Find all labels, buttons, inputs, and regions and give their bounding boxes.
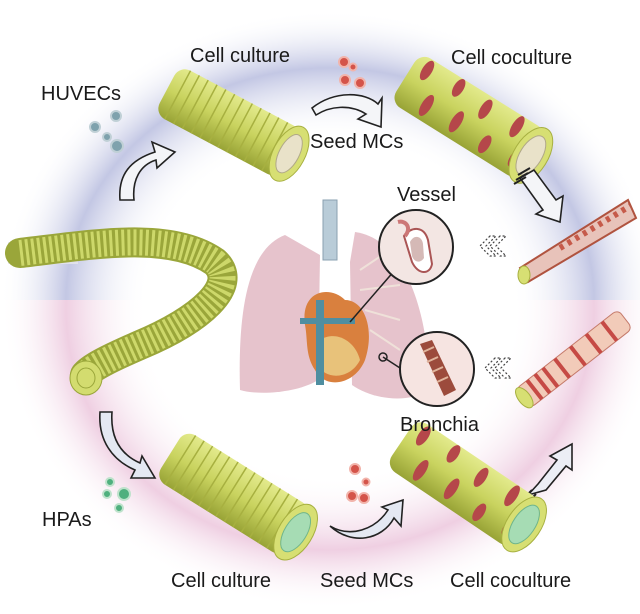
arrow-seed-top-icon (310, 94, 383, 129)
label-bottom-cell-culture: Cell culture (171, 570, 272, 592)
label-bottom-seed-mcs: Seed MCs (320, 570, 414, 592)
label-top-cell-coculture: Cell coculture (451, 47, 573, 69)
bottom-mc-cells-icon (346, 463, 371, 504)
vessel-magnifier-icon (349, 209, 454, 323)
arrow-to-bottom-culture-icon (99, 411, 157, 479)
bronchia-magnifier-icon (378, 331, 475, 407)
top-culture-scaffold-icon (158, 69, 310, 182)
label-bottom-cell-coculture: Cell coculture (450, 570, 572, 592)
top-background-band (0, 10, 640, 300)
bottom-background-band (0, 300, 640, 610)
arrow-seed-bottom-icon (329, 498, 404, 539)
vessel-construct-icon (517, 198, 638, 285)
bronchia-construct-icon (515, 311, 631, 409)
top-coculture-scaffold-icon (394, 56, 554, 184)
label-bronchia: Bronchia (400, 414, 479, 436)
bottom-coculture-scaffold-icon (389, 422, 547, 553)
label-huvecs: HUVECs (41, 83, 122, 105)
label-top-cell-culture: Cell culture (190, 45, 291, 67)
huvec-cells-icon (89, 110, 124, 153)
label-vessel: Vessel (397, 184, 456, 206)
top-mc-cells-icon (338, 56, 366, 89)
arrow-huvecs-to-culture-icon (119, 140, 177, 201)
heart-icon (300, 292, 369, 385)
long-scaffold-icon (5, 227, 238, 396)
hpa-cells-icon (102, 477, 131, 513)
label-top-seed-mcs: Seed MCs (310, 131, 404, 153)
label-hpas: HPAs (42, 509, 92, 531)
arrow-to-vessel-icon (513, 167, 564, 224)
bottom-culture-scaffold-icon (159, 433, 318, 561)
